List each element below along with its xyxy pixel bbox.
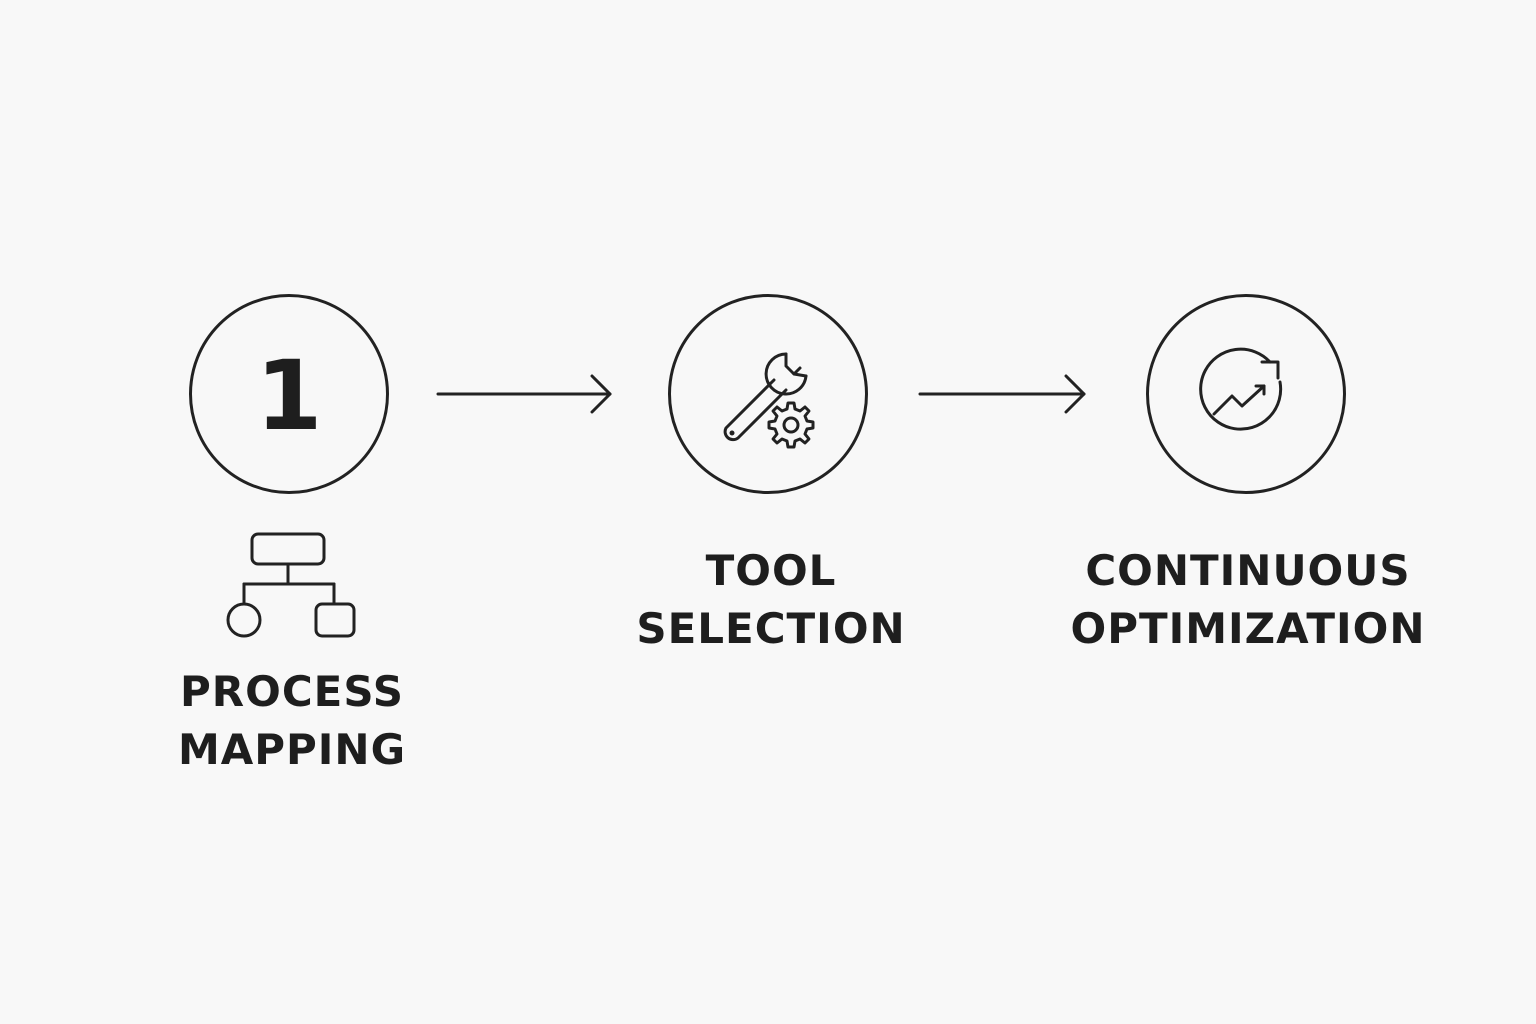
step-1-number: 1 — [255, 340, 323, 452]
hierarchy-icon — [226, 532, 356, 638]
step-1-circle: 1 — [189, 294, 389, 494]
step-3-circle — [1146, 294, 1346, 494]
step-3-label-line-2: OPTIMIZATION — [1070, 604, 1426, 653]
step-2-label-line-1: TOOL — [705, 546, 837, 595]
step-1-label-line-2: MAPPING — [177, 725, 407, 774]
wrench-gear-icon — [723, 352, 815, 449]
arrow-right-icon — [918, 374, 1086, 414]
arrow-right-icon — [436, 374, 612, 414]
step-1-label: PROCESS MAPPING — [178, 663, 406, 779]
step-2-circle — [668, 294, 868, 494]
step-3-label-line-1: CONTINUOUS — [1085, 546, 1411, 595]
trend-refresh-icon — [1199, 347, 1283, 431]
step-3-label: CONTINUOUS OPTIMIZATION — [1070, 542, 1425, 658]
step-2-label-line-2: SELECTION — [636, 604, 906, 653]
step-2-label: TOOL SELECTION — [636, 542, 905, 658]
step-1-label-line-1: PROCESS — [180, 667, 404, 716]
